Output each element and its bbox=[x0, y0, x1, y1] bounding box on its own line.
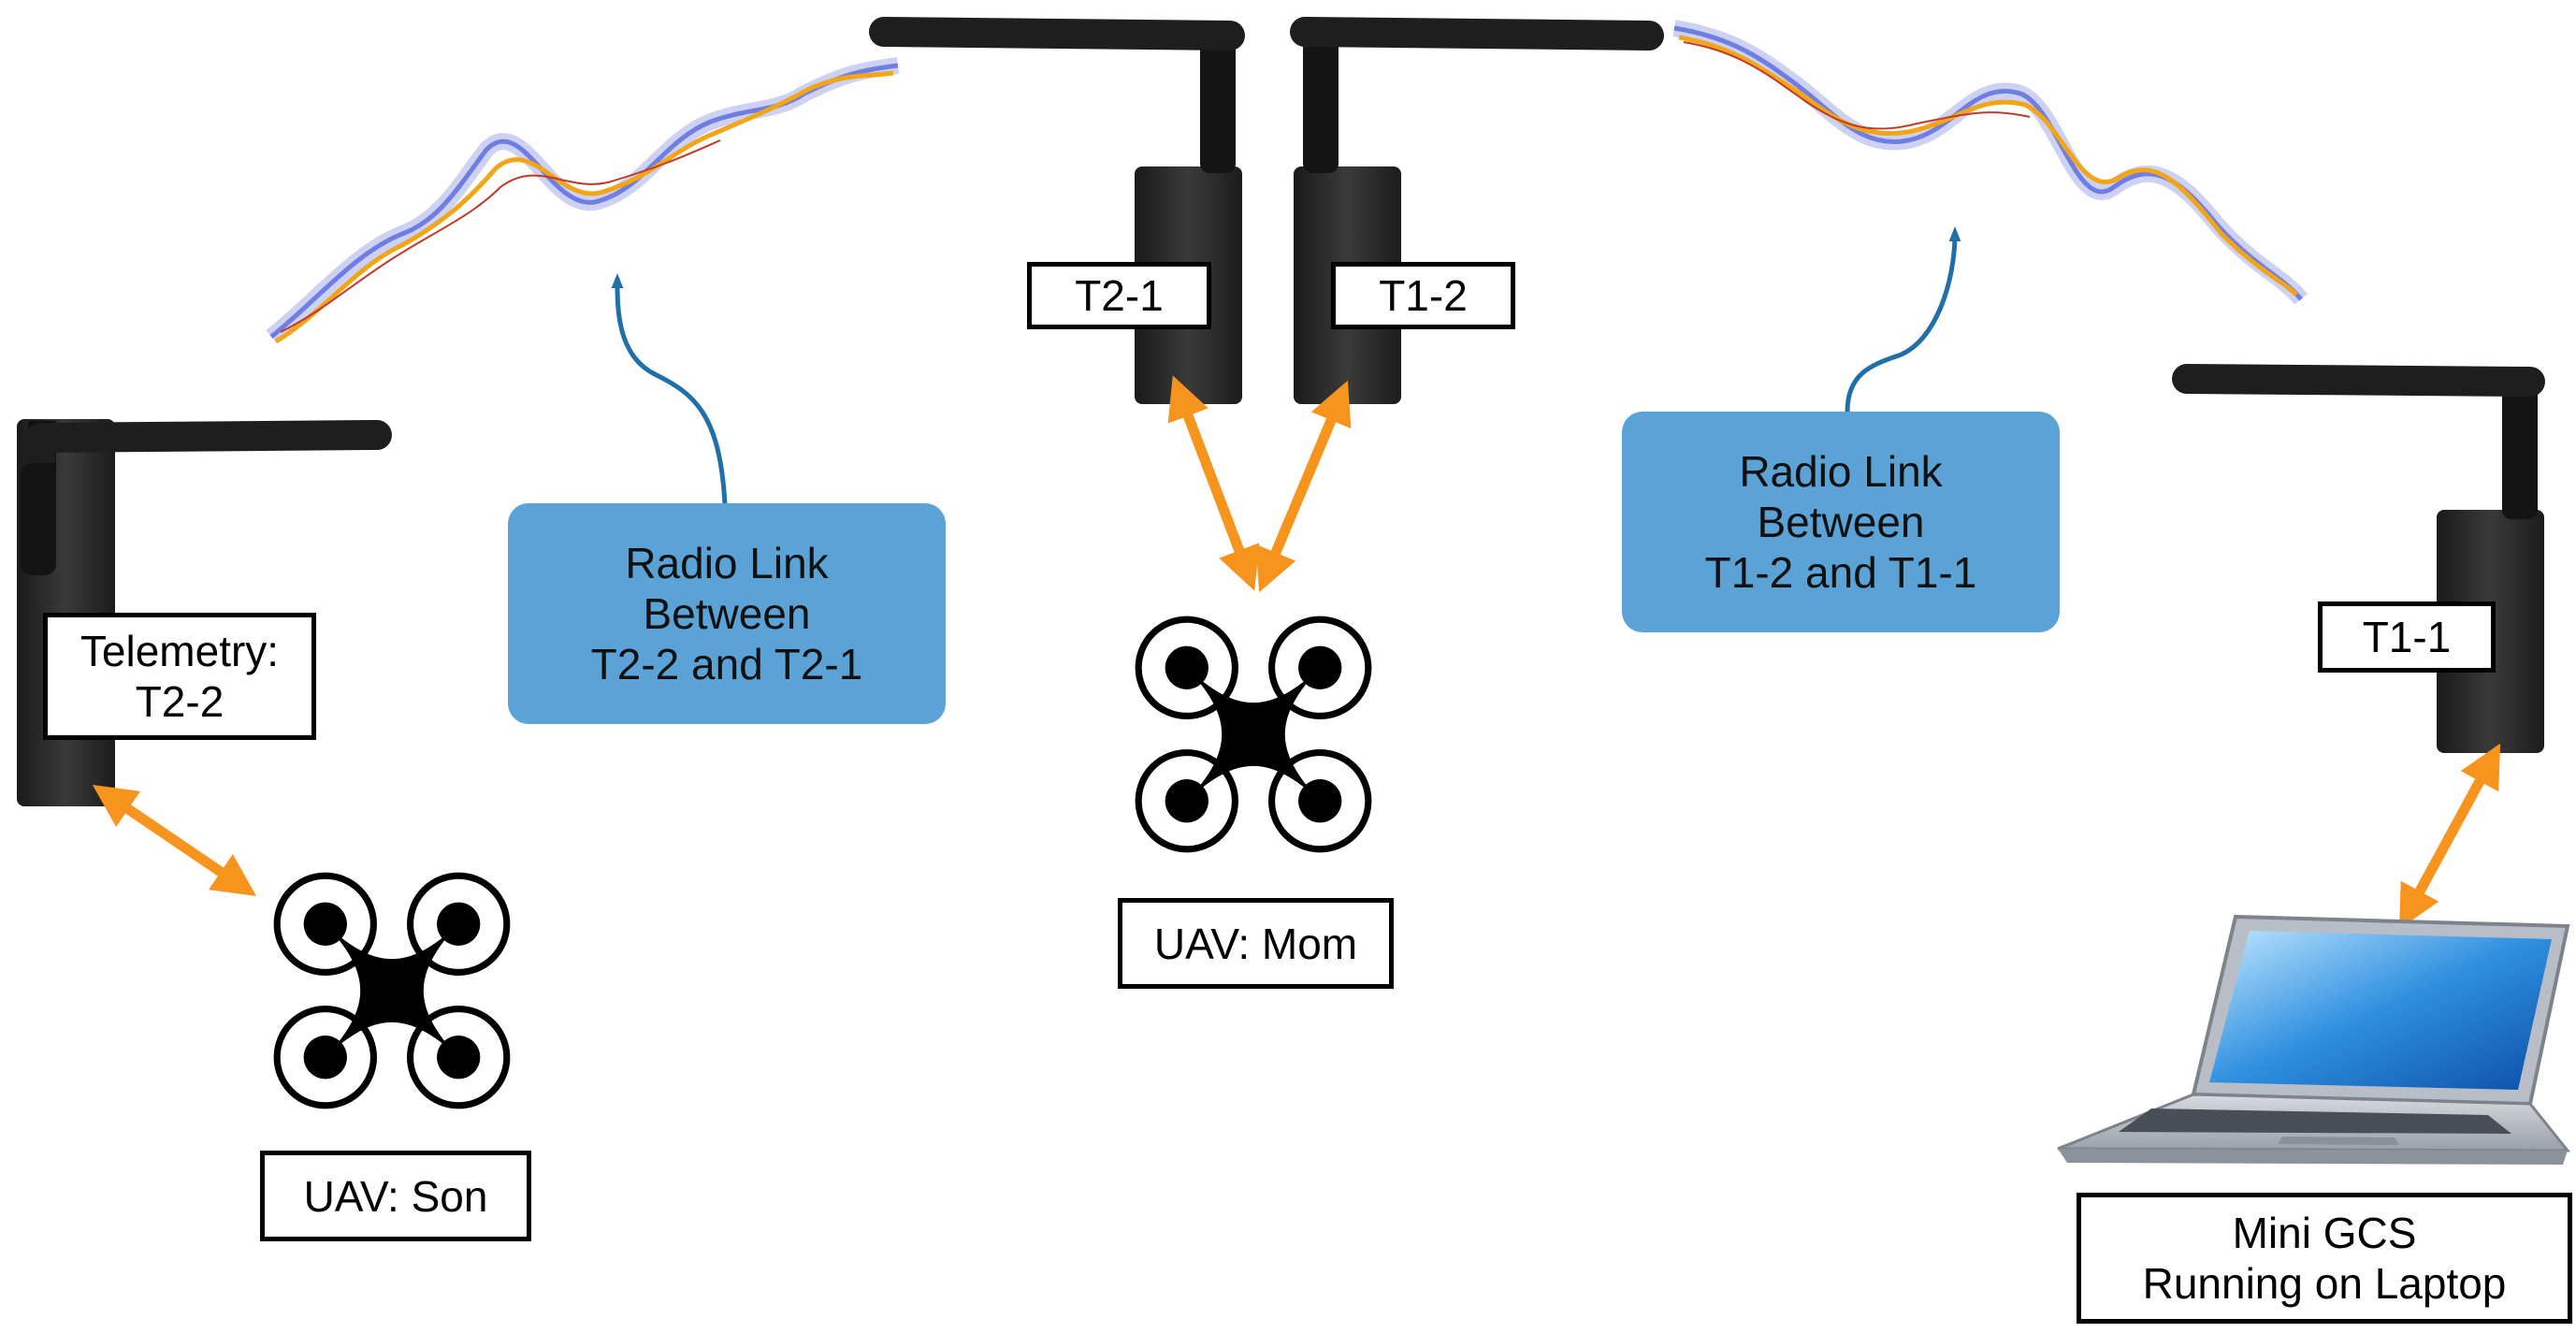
label-t1-1: T1-1 bbox=[2318, 601, 2496, 673]
radio-link-left-line-1: Radio Link bbox=[625, 539, 829, 587]
quadcopter-icon-mom bbox=[1138, 619, 1368, 849]
radio-link-right-line-3: T1-2 and T1-1 bbox=[1704, 548, 1977, 597]
radio-link-box-left: Radio Link Between T2-2 and T2-1 bbox=[508, 503, 946, 724]
radio-wave-icon-left bbox=[266, 57, 900, 344]
radio-link-box-right: Radio Link Between T1-2 and T1-1 bbox=[1622, 412, 2060, 632]
label-gcs: Mini GCS Running on Laptop bbox=[2077, 1193, 2572, 1324]
link-arrow-t1-1-gcs bbox=[2398, 743, 2501, 930]
label-uav-son-text: UAV: Son bbox=[303, 1171, 488, 1221]
telemetry-radio-icon-t1-1 bbox=[2172, 364, 2545, 753]
label-gcs-line-1: Mini GCS bbox=[2232, 1209, 2417, 1257]
radio-link-right-line-1: Radio Link bbox=[1739, 447, 1943, 496]
label-t1-1-text: T1-1 bbox=[2362, 613, 2452, 661]
pointer-arrow-left bbox=[611, 272, 728, 506]
label-t1-2-text: T1-2 bbox=[1379, 271, 1468, 320]
label-t2-1-text: T2-1 bbox=[1075, 271, 1164, 320]
telemetry-radio-icon-t1-2 bbox=[1290, 17, 1664, 404]
pointer-arrow-right bbox=[1845, 226, 1961, 413]
label-gcs-line-2: Running on Laptop bbox=[2142, 1259, 2507, 1308]
label-t2-2-line-1: Telemetry: bbox=[80, 627, 280, 675]
label-t2-2-line-2: T2-2 bbox=[135, 677, 224, 726]
label-uav-mom-text: UAV: Mom bbox=[1153, 919, 1358, 968]
label-telemetry-t2-2: Telemetry: T2-2 bbox=[43, 613, 316, 740]
radio-wave-icon-right bbox=[1672, 20, 2308, 305]
label-t2-1: T2-1 bbox=[1027, 262, 1211, 329]
label-t1-2: T1-2 bbox=[1331, 262, 1515, 329]
quadcopter-icon-son bbox=[277, 876, 507, 1106]
radio-link-left-line-3: T2-2 and T2-1 bbox=[590, 640, 863, 688]
label-uav-son: UAV: Son bbox=[260, 1151, 531, 1241]
telemetry-radio-icon-t2-1 bbox=[869, 17, 1245, 404]
link-arrow-t2-1-mom bbox=[1167, 375, 1260, 591]
radio-link-right-line-2: Between bbox=[1757, 498, 1925, 546]
link-arrow-t2-2-son bbox=[92, 785, 257, 896]
label-uav-mom: UAV: Mom bbox=[1118, 898, 1394, 989]
radio-link-left-line-2: Between bbox=[643, 589, 811, 638]
link-arrow-t1-2-mom bbox=[1255, 380, 1352, 593]
laptop-icon bbox=[2057, 914, 2571, 1165]
